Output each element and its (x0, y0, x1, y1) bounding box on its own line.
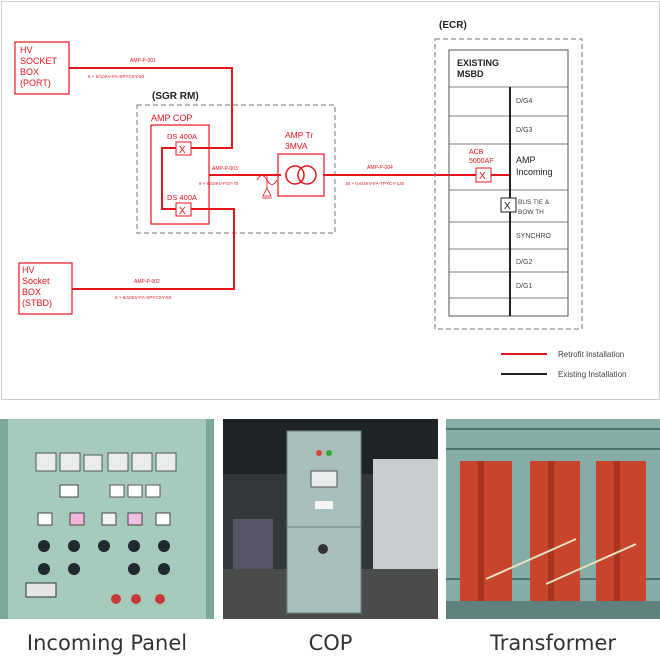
cable-4-id: AMP-P-004 (367, 165, 393, 171)
amp-tr-label-2: 3MVA (285, 141, 308, 151)
acb-breaker (475, 167, 492, 183)
bus-tie-x: X (504, 201, 511, 212)
hv-port-line-3: BOX (20, 67, 39, 77)
incoming-panel-photo (0, 419, 214, 619)
diagram-svg: HV SOCKET BOX (PORT) HV Socket BOX (STBD… (14, 20, 626, 379)
hv-stbd-line-4: (STBD) (22, 298, 52, 308)
amp-incoming-1: AMP (516, 155, 536, 165)
legend-retrofit-label: Retrofit Installation (558, 350, 624, 359)
amp-tr-label-1: AMP Tr (285, 130, 313, 140)
transformer-winding-secondary-icon (297, 165, 317, 185)
cop-illustration (223, 419, 438, 619)
cable-4-spec: 16 × 0.6/1KV-FA-TPYCY-120 (345, 181, 405, 186)
sgr-rm-boundary (136, 104, 336, 234)
hv-port-line-2: SOCKET (20, 56, 58, 66)
msbd-dividers (449, 86, 568, 299)
hv-port-line-4: (PORT) (20, 78, 51, 88)
ds-bottom-x: X (179, 206, 186, 217)
bus-tie-1: BUS TIE & (518, 199, 550, 206)
ecr-label: (ECR) (439, 20, 467, 31)
ds-top-x: X (179, 145, 186, 156)
transformer-illustration (446, 419, 660, 619)
sgr-rm-label: (SGR RM) (152, 91, 199, 102)
bus-tie-breaker (500, 197, 517, 213)
msbd-cabinet (448, 49, 569, 317)
transformer-photo (446, 419, 660, 619)
acb-label-2: 5000AF (469, 158, 494, 165)
bus-tie-2: BOW TH (518, 209, 544, 216)
amp-cop-label: AMP COP (151, 113, 192, 123)
transformer-box (277, 153, 325, 197)
cop-photo (223, 419, 438, 619)
panel-dg1: D/G1 (516, 283, 532, 290)
panel-dg3: D/G3 (516, 127, 532, 134)
ecr-boundary (434, 38, 583, 330)
acb-x: X (479, 171, 486, 182)
transformer-winding-primary-icon (285, 165, 305, 185)
hv-stbd-line-2: Socket (22, 276, 50, 286)
acb-label-1: ACB (469, 149, 484, 156)
msbd-title-2: MSBD (457, 69, 484, 79)
hv-port-line-1: HV (20, 45, 33, 55)
cable-2-id: AMP-P-002 (134, 279, 160, 285)
panel-dg4: D/G4 (516, 98, 532, 105)
incoming-panel-illustration (0, 419, 214, 619)
msbd-title-1: EXISTING (457, 58, 499, 68)
cop-caption: COP (308, 631, 353, 655)
cable-3-spec: 6 × 6/10KV-FSY-70 (199, 181, 239, 186)
hv-stbd-line-1: HV (22, 265, 35, 275)
ds-bottom-label: DS 400A (167, 193, 197, 202)
ds-top-label: DS 400A (167, 132, 197, 141)
amp-incoming-2: Incoming (516, 167, 553, 177)
surge-arrester-icon (256, 175, 278, 199)
cable-1-id: AMP-P-001 (130, 58, 156, 64)
cable-1-spec: 6 × 6/10KV-FA-SPYCSY-50 (88, 74, 145, 79)
transformer-caption: Transformer (489, 631, 616, 655)
retrofit-wiring (69, 67, 510, 290)
cable-3-id: AMP-P-003 (212, 166, 238, 172)
single-line-diagram: HV SOCKET BOX (PORT) HV Socket BOX (STBD… (1, 1, 660, 400)
incoming-panel-caption: Incoming Panel (26, 631, 188, 655)
legend-existing-label: Existing Installation (558, 370, 626, 379)
hv-stbd-line-3: BOX (22, 287, 41, 297)
panel-dg2: D/G2 (516, 259, 532, 266)
cable-2-spec: 6 × 6/10KV-FA-SPYCSY-50 (115, 295, 172, 300)
panel-synchro: SYNCHRO (516, 233, 552, 240)
